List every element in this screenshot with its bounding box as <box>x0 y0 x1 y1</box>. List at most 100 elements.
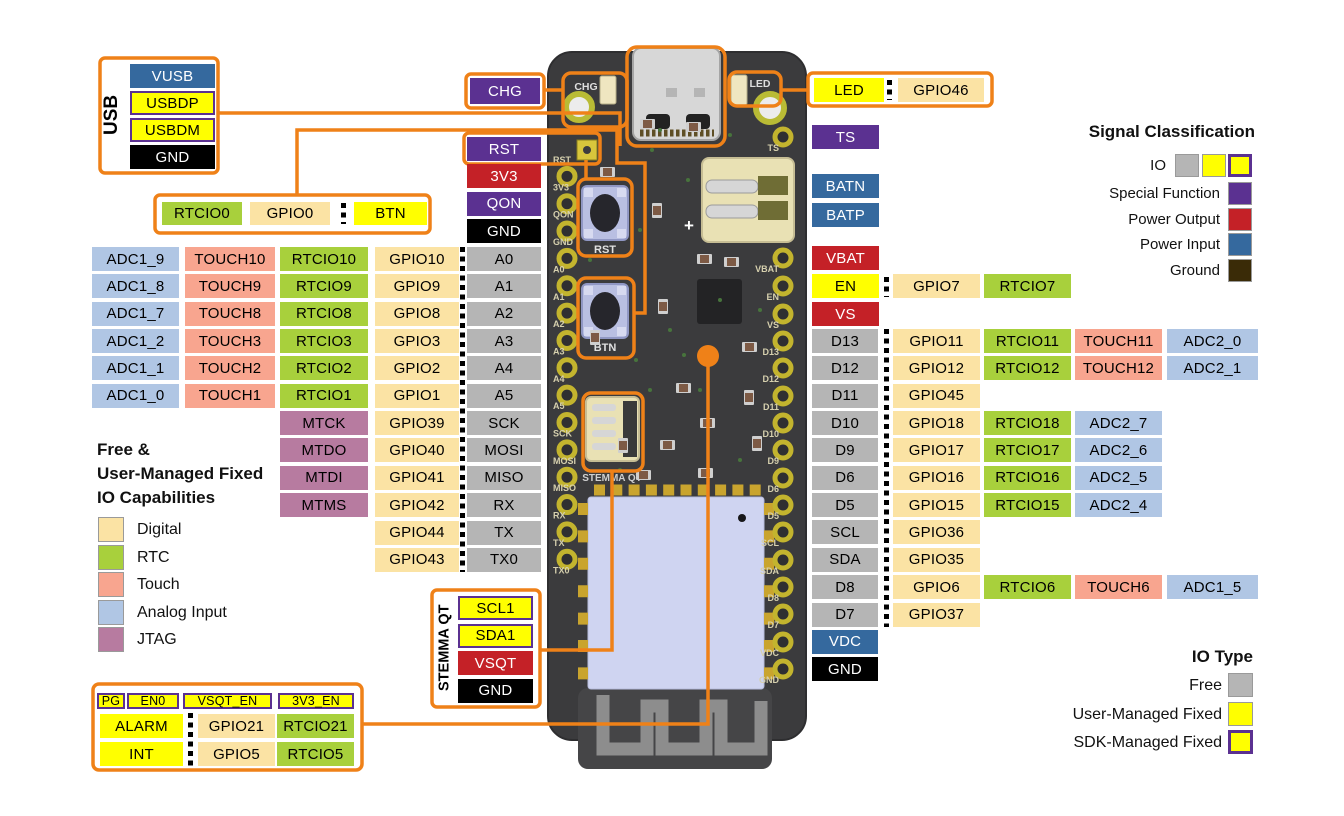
pin-hole <box>772 576 794 598</box>
pin-gpio7: GPIO7 <box>893 274 980 298</box>
silk-pin-label-a5: A5 <box>553 401 565 411</box>
silk-pin-label-d10: D10 <box>762 429 779 439</box>
bottom-group-leader-line <box>362 362 710 726</box>
capabilities-title-line1: Free & <box>97 440 150 459</box>
pin-hole <box>556 466 578 488</box>
pin-hole <box>556 193 578 215</box>
pin-adc2_0: ADC2_0 <box>1167 329 1258 353</box>
btn-group-border <box>153 193 432 235</box>
pin-rtcio18: RTCIO18 <box>984 411 1071 436</box>
silk-pin-label-tx: TX <box>553 538 565 548</box>
pin-a2: A2 <box>467 301 541 326</box>
smd-passive-body <box>727 258 736 266</box>
pin-d6: D6 <box>812 465 878 490</box>
via <box>588 258 592 262</box>
pin-rtcio16: RTCIO16 <box>984 465 1071 490</box>
antenna-trace <box>596 695 768 756</box>
pin-mtck: MTCK <box>280 411 368 436</box>
silk-pin-label-miso: MISO <box>553 483 576 493</box>
pin-gpio37: GPIO37 <box>893 602 980 627</box>
pin-gpio43: GPIO43 <box>375 547 459 572</box>
pin-d8: D8 <box>812 575 878 600</box>
pin-batp: BATP <box>812 203 879 227</box>
iotype-label-sdk: SDK-Managed Fixed <box>1073 734 1222 751</box>
silk-pin-label-en: EN <box>766 292 779 302</box>
annotations <box>91 45 994 772</box>
smd-passive-body <box>619 441 627 450</box>
pin-rtcio5: RTCIO5 <box>277 742 354 766</box>
legend-label-groundleg: Ground <box>1169 261 1220 279</box>
pin-gpio6: GPIO6 <box>893 575 980 600</box>
pin-hole <box>556 329 578 351</box>
silk-pin-label-a3: A3 <box>553 346 565 356</box>
legend-swatch-jtag <box>98 627 124 652</box>
btn-silk-label: BTN <box>594 342 617 354</box>
mount-hole <box>753 91 787 125</box>
pin-touch10: TOUCH10 <box>185 247 275 271</box>
silk-pin-label-d7: D7 <box>767 620 779 630</box>
pin-gpio21: GPIO21 <box>198 714 275 738</box>
mount-hole <box>563 91 595 123</box>
pin-gpio3: GPIO3 <box>375 329 459 354</box>
pin-touch11: TOUCH11 <box>1075 329 1162 353</box>
chg-highlight <box>561 71 629 129</box>
pin-usbdp: USBDP <box>130 91 215 116</box>
pin-mosi: MOSI <box>467 438 541 463</box>
via <box>728 133 732 137</box>
pin-gnd: GND <box>458 678 533 703</box>
pin-vbat: VBAT <box>812 246 879 270</box>
pin-hole <box>772 385 794 407</box>
pin-pg: PG <box>97 693 125 709</box>
pin-rtcio10: RTCIO10 <box>280 247 368 271</box>
legend-swatch-red <box>1228 207 1252 231</box>
legend-swatch-yellow <box>1228 701 1253 726</box>
radio-module <box>587 496 765 690</box>
pin-gpio9: GPIO9 <box>375 274 459 299</box>
pin-gpio17: GPIO17 <box>893 438 980 463</box>
caps-label-analog: Analog Input <box>137 603 227 621</box>
dotted-separator <box>884 277 889 297</box>
pin-3v3_en: 3V3_EN <box>278 693 354 709</box>
pin-d12: D12 <box>812 356 878 381</box>
pin-hole <box>556 275 578 297</box>
pin-gpio46: GPIO46 <box>898 78 984 102</box>
pin-vsqt_en: VSQT_EN <box>183 693 272 709</box>
pin-miso: MISO <box>467 465 541 490</box>
legend-swatch-sdk <box>1228 730 1253 754</box>
chg-led <box>599 75 617 105</box>
via <box>658 128 662 132</box>
silk-pin-label-sck: SCK <box>553 429 573 439</box>
smd-passive-body <box>689 123 698 131</box>
pin-touch8: TOUCH8 <box>185 301 275 326</box>
pin-hole <box>556 521 578 543</box>
pin-rtcio8: RTCIO8 <box>280 301 368 326</box>
pin-rtcio0: RTCIO0 <box>162 202 242 225</box>
pin-gpio39: GPIO39 <box>375 411 459 436</box>
legend-swatch-rtc <box>98 544 124 570</box>
iotype-label-yellow: User-Managed Fixed <box>1072 705 1222 723</box>
pin-hole <box>772 330 794 352</box>
pin-tx0: TX0 <box>467 547 541 572</box>
pin-rtcio11: RTCIO11 <box>984 329 1071 353</box>
pin-gpio11: GPIO11 <box>893 329 980 353</box>
pin-tx: TX <box>467 520 541 545</box>
pin-adc1_7: ADC1_7 <box>92 301 179 326</box>
silk-pin-label-d9: D9 <box>767 456 779 466</box>
silk-pin-label-vdc: VDC <box>760 648 780 658</box>
silk-pin-label-rst: RST <box>553 155 572 165</box>
silk-pin-label-a1: A1 <box>553 292 565 302</box>
pin-adc2_6: ADC2_6 <box>1075 438 1162 463</box>
pin-adc1_2: ADC1_2 <box>92 329 179 354</box>
pin-gpio44: GPIO44 <box>375 520 459 545</box>
pin-touch12: TOUCH12 <box>1075 356 1162 381</box>
pin-hole <box>772 439 794 461</box>
status-led <box>730 74 748 106</box>
silk-pin-label-rx: RX <box>553 511 566 521</box>
pin-mtdo: MTDO <box>280 438 368 463</box>
legend-swatch-blue <box>1228 233 1252 257</box>
pin-rtcio9: RTCIO9 <box>280 274 368 299</box>
legend-swatch-purple <box>1228 182 1252 205</box>
pin-hole <box>772 549 794 571</box>
capabilities-title-line3: IO Capabilities <box>97 488 216 507</box>
caps-label-jtag: JTAG <box>137 631 177 648</box>
